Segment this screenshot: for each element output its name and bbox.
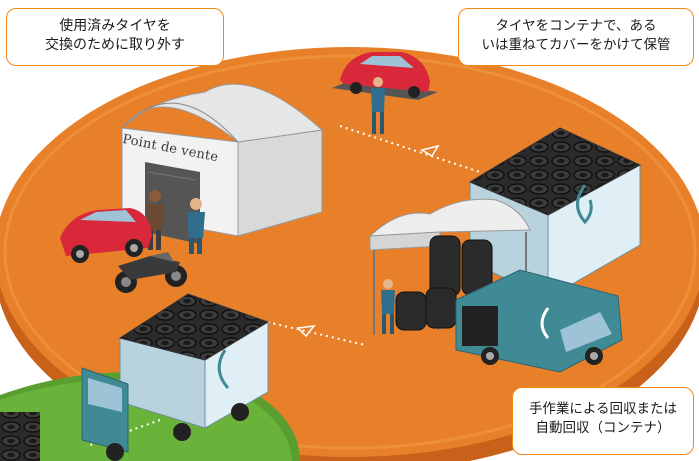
callout-collection: 手作業による回収または 自動回収（コンテナ） [512, 387, 694, 455]
tire-pile-grass-icon [0, 412, 40, 461]
callout-storage: タイヤをコンテナで、ある いは重ねてカバーをかけて保管 [458, 8, 694, 66]
mechanic-tent-icon [381, 279, 395, 334]
callout-line: いは重ねてカバーをかけて保管 [481, 37, 671, 53]
car-on-lift-icon [332, 52, 438, 100]
callout-remove-tires: 使用済みタイヤを 交換のために取り外す [6, 8, 224, 66]
callout-line: 自動回収（コンテナ） [535, 420, 671, 436]
red-car-icon [60, 208, 152, 263]
callout-line: タイヤをコンテナで、ある [495, 18, 657, 34]
motorcycle-icon [115, 252, 187, 293]
delivery-van-icon [455, 269, 623, 373]
canopy-tent-icon [368, 198, 531, 335]
collection-truck-icon [81, 293, 270, 461]
mechanic-top-icon [371, 77, 385, 134]
mechanic-icon [187, 198, 205, 254]
callout-line: 交換のために取り外す [45, 37, 185, 53]
callout-line: 使用済みタイヤを [59, 18, 171, 34]
callout-line: 手作業による回収または [528, 401, 678, 417]
direction-arrow-icon [296, 144, 440, 338]
